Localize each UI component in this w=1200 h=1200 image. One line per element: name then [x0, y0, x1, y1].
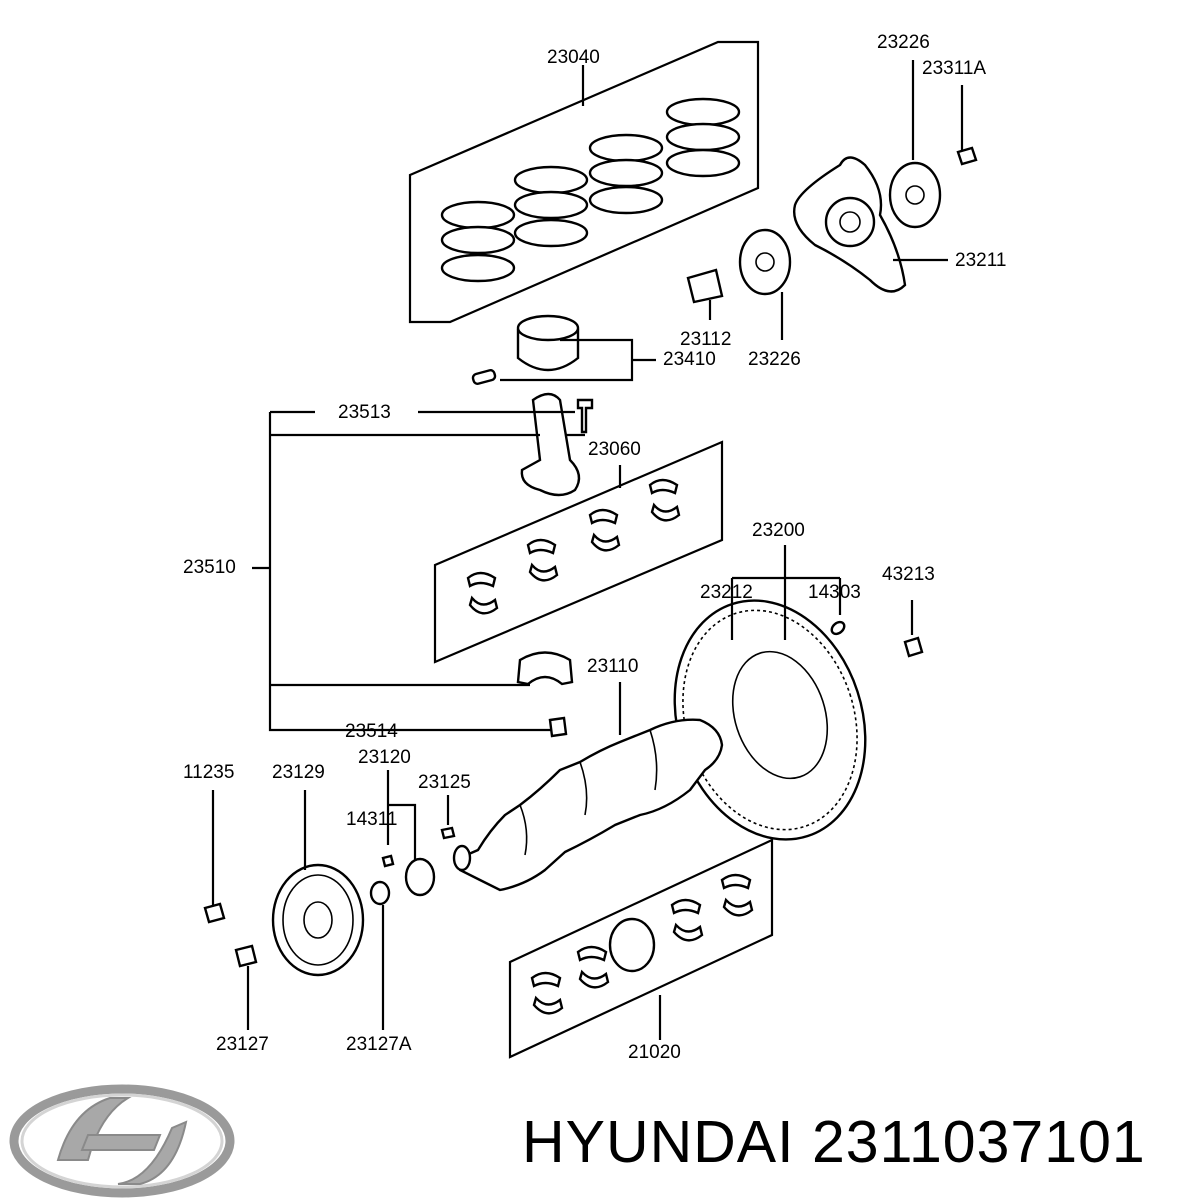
- piston-ring-set-4: [665, 97, 741, 178]
- connecting-rod: [252, 392, 594, 738]
- label-23211: 23211: [955, 250, 1006, 271]
- label-23226-top: 23226: [877, 32, 930, 53]
- piston-ring-set-2: [513, 165, 589, 248]
- label-23127A: 23127A: [346, 1034, 412, 1055]
- label-23513: 23513: [338, 402, 391, 423]
- label-23200: 23200: [752, 520, 805, 541]
- brand-name: HYUNDAI: [522, 1109, 795, 1175]
- caption: HYUNDAI 2311037101: [522, 1108, 1192, 1188]
- front-pulley-group: [203, 770, 456, 1030]
- piston-rings-panel: [408, 40, 760, 324]
- piston-ring-set-1: [440, 200, 516, 283]
- main-bearing-shell: [530, 873, 754, 1015]
- label-23311A: 23311A: [922, 58, 986, 79]
- piston-ring-set-3: [588, 133, 664, 215]
- label-23410: 23410: [663, 349, 716, 370]
- label-23510: 23510: [183, 557, 236, 578]
- label-23040: 23040: [547, 47, 600, 68]
- crankshaft: [452, 682, 724, 892]
- label-23129: 23129: [272, 762, 325, 783]
- drive-plate-assembly: [686, 60, 978, 340]
- hyundai-logo: [9, 1084, 235, 1198]
- label-23127: 23127: [216, 1034, 269, 1055]
- bearing-shell: [466, 478, 681, 615]
- label-23212: 23212: [700, 582, 753, 603]
- label-11235: 11235: [183, 762, 234, 783]
- label-23060: 23060: [588, 439, 641, 460]
- label-14303: 14303: [808, 582, 861, 603]
- label-23125: 23125: [418, 772, 471, 793]
- label-14311: 14311: [346, 809, 397, 830]
- flywheel: [673, 545, 924, 841]
- label-23110: 23110: [587, 656, 638, 677]
- conrod-bearings-panel: [433, 440, 724, 664]
- label-23226-bottom: 23226: [748, 349, 801, 370]
- label-23112: 23112: [680, 329, 731, 350]
- main-bearings-panel: [508, 838, 774, 1059]
- label-23120: 23120: [358, 747, 411, 768]
- part-number: 2311037101: [811, 1109, 1146, 1175]
- piston: [471, 314, 656, 385]
- label-23514: 23514: [345, 721, 398, 742]
- label-21020: 21020: [628, 1042, 681, 1063]
- label-43213: 43213: [882, 564, 935, 585]
